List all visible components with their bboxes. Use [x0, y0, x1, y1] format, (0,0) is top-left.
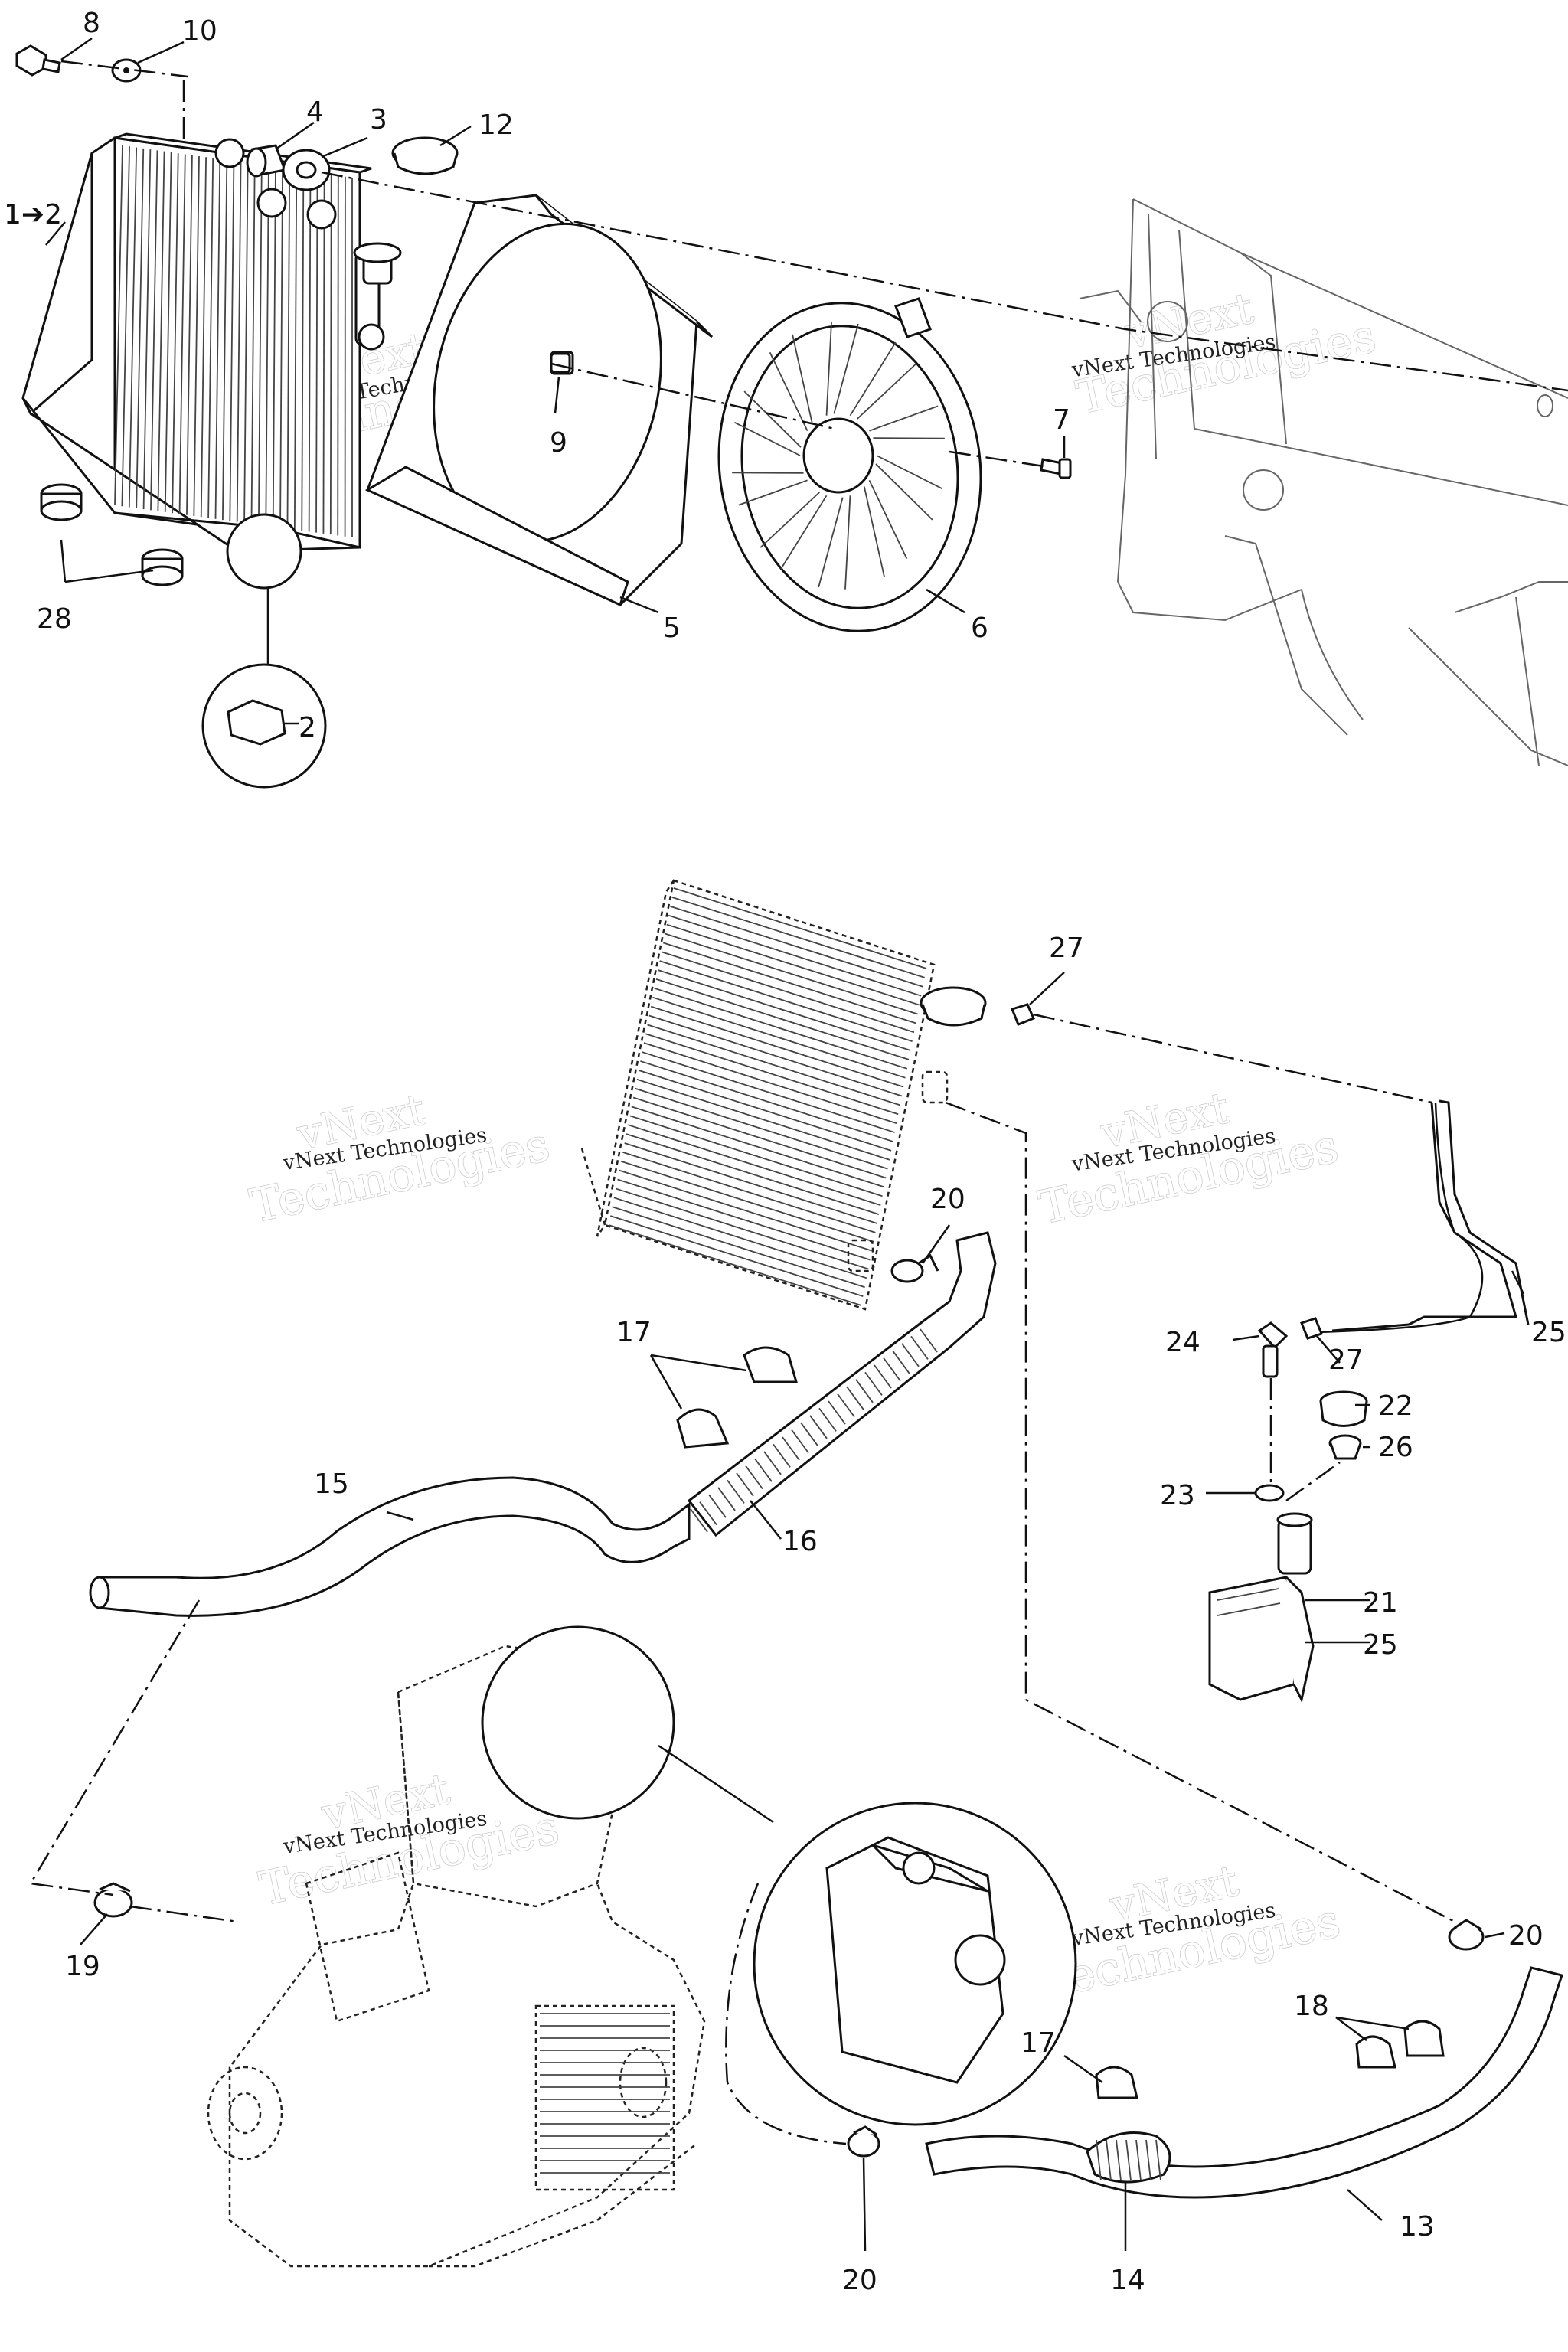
callout-27-top: 27 [1049, 933, 1084, 964]
callout-1-to-2: 1➔2 [4, 199, 62, 230]
grommet-26 [1328, 1434, 1362, 1460]
callout-5: 5 [663, 612, 681, 644]
coolant-tank-21 [1208, 1512, 1315, 1704]
callout-17-top: 17 [616, 1317, 652, 1348]
callout-21: 21 [1363, 1587, 1398, 1619]
callout-10: 10 [182, 15, 217, 47]
spacer-4 [246, 144, 287, 178]
coolant-hose-15 [89, 1476, 691, 1617]
retainer-17a [676, 1408, 730, 1449]
top-leader-lines [45, 37, 1066, 725]
callout-16: 16 [782, 1526, 818, 1557]
callout-13: 13 [1400, 2211, 1435, 2243]
filler-neck [353, 242, 402, 285]
callout-25-bottom: 25 [1363, 1629, 1398, 1661]
callout-25-top: 25 [1531, 1317, 1566, 1348]
clamp-27a [1010, 1003, 1036, 1026]
grommet-3 [282, 149, 331, 191]
callout-6: 6 [971, 612, 988, 644]
callout-20-bottom: 20 [842, 2265, 877, 2296]
callout-9: 9 [550, 427, 567, 459]
callout-22: 22 [1378, 1390, 1413, 1422]
callout-12: 12 [479, 109, 514, 141]
hose-25-shape [1316, 1102, 1484, 1334]
retainer-17b [743, 1346, 798, 1383]
callout-26: 26 [1378, 1432, 1413, 1463]
callout-3: 3 [370, 104, 387, 136]
callout-4: 4 [306, 96, 324, 128]
callout-2: 2 [299, 712, 316, 743]
top-dash-lines [60, 60, 1568, 469]
rubber-foot-28b [141, 548, 184, 586]
callout-14: 14 [1110, 2265, 1145, 2296]
callout-20-right: 20 [1508, 1920, 1544, 1952]
electric-fan-6 [717, 297, 982, 632]
callout-8: 8 [83, 8, 100, 39]
callout-18: 18 [1294, 1991, 1329, 2022]
rubber-foot-28a [40, 483, 83, 521]
corrugated-hose-14 [1086, 2132, 1171, 2184]
retainer-18a [1355, 2035, 1396, 2069]
bottom-leader-lines [80, 972, 1525, 2252]
retainer-18b [1403, 2020, 1445, 2057]
frame-chassis [1079, 198, 1568, 766]
detail-circle-drain-plug [201, 513, 327, 789]
callout-labels: 8 10 4 3 12 1➔2 9 7 28 5 6 2 27 20 25 17… [4, 8, 1566, 2296]
callout-15: 15 [314, 1468, 349, 1500]
detail-circle-thermostat [481, 1625, 1077, 2126]
corrugated-hose-16 [687, 1231, 997, 1537]
hose-clamp-20a [890, 1253, 939, 1283]
radiator-top [21, 132, 385, 553]
callout-24: 24 [1165, 1327, 1200, 1358]
engine-block [207, 1645, 706, 2268]
nut-9 [550, 352, 571, 374]
retainer-17c [1095, 2066, 1138, 2099]
radiator-bottom [580, 879, 987, 1311]
callout-19: 19 [65, 1951, 100, 1982]
washer-10 [111, 58, 142, 83]
bottom-dash-lines [28, 1013, 1455, 2145]
callout-7: 7 [1053, 404, 1070, 436]
screw-7 [1040, 458, 1072, 479]
overflow-hose-25 [1331, 1099, 1530, 1332]
hose-clamp-19 [93, 1882, 133, 1918]
fan-shroud-5 [364, 194, 714, 607]
callout-23: 23 [1160, 1480, 1195, 1511]
clamp-27b [1300, 1317, 1323, 1340]
radiator-cap-12 [391, 136, 459, 175]
callout-20-top: 20 [930, 1184, 965, 1215]
callout-28: 28 [37, 603, 72, 635]
hose-clamp-20c [847, 2125, 880, 2158]
screw-8 [15, 44, 61, 77]
callout-17-bottom: 17 [1021, 2027, 1056, 2059]
fitting-24 [1257, 1321, 1289, 1378]
hose-clamp-20b [1448, 1919, 1485, 1951]
washer-23 [1254, 1484, 1285, 1502]
tank-cap-22 [1319, 1390, 1368, 1427]
callout-27-bottom: 27 [1328, 1344, 1364, 1376]
